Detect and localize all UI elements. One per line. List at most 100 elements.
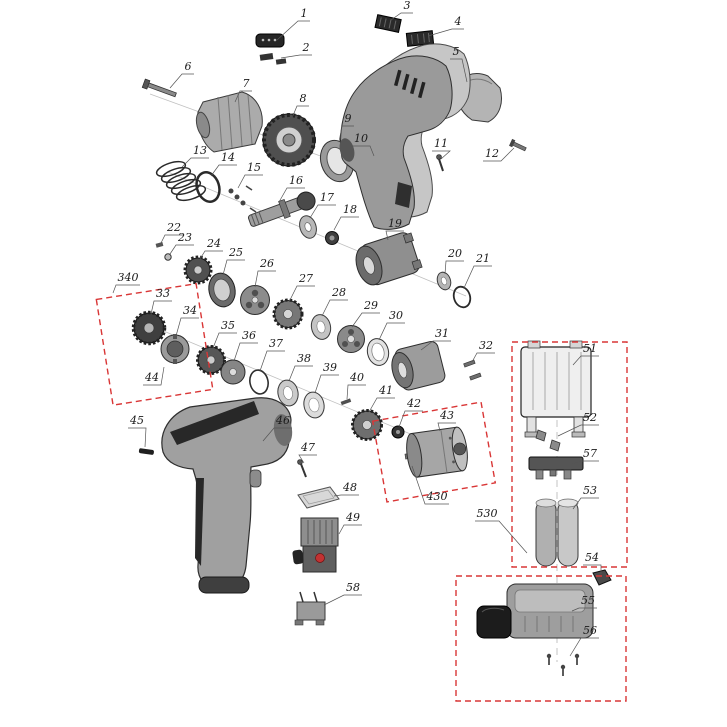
clutch-collar [262, 113, 316, 167]
motor-pinion [391, 425, 405, 439]
leader-line-52 [557, 424, 599, 437]
leader-line-22 [160, 234, 183, 244]
gear-washer-3 [303, 391, 325, 419]
drive-pin [340, 398, 352, 406]
second-stage-gear [220, 359, 246, 385]
leader-line-49 [338, 524, 362, 535]
small-ring [164, 253, 172, 261]
leader-line-34 [175, 317, 199, 337]
leader-line-30 [378, 322, 405, 341]
o-ring-large [195, 171, 221, 203]
second-stage-sun-gear [196, 345, 226, 375]
leader-line-44 [143, 366, 165, 386]
leader-line-53 [572, 497, 599, 510]
part-label-13: 13 [193, 144, 207, 157]
part-label-17: 17 [320, 191, 334, 204]
planet-gear [272, 298, 304, 330]
part-label-9: 9 [345, 112, 352, 125]
clutch-plate [160, 334, 190, 364]
part-label-22: 22 [166, 221, 181, 234]
part-label-28: 28 [331, 286, 346, 299]
trigger-switch [292, 517, 339, 573]
battery-cell-cage [520, 340, 592, 438]
part-label-40: 40 [349, 371, 364, 384]
part-label-11: 11 [434, 137, 448, 150]
part-label-12: 12 [485, 147, 499, 160]
part-label-18: 18 [343, 203, 357, 216]
ring-gear [208, 272, 236, 308]
mounting-pins [463, 359, 482, 381]
chuck-screw [141, 78, 177, 98]
vent-grille-top [374, 14, 402, 33]
leader-line-18 [333, 216, 359, 231]
belt-clip [138, 448, 154, 455]
part-label-32: 32 [479, 339, 493, 352]
sun-gear [183, 255, 213, 285]
part-label-34: 34 [183, 304, 197, 317]
chuck [195, 91, 263, 153]
part-label-36: 36 [242, 329, 256, 342]
vent-grille-side [405, 30, 435, 47]
leader-line-28 [321, 299, 348, 317]
leader-line-36 [233, 342, 258, 362]
highlight-box-340 [95, 282, 214, 406]
gearbox-o-ring [452, 285, 472, 309]
leader-line-46 [262, 427, 292, 442]
leader-line-32 [471, 352, 495, 363]
part-label-29: 29 [363, 299, 378, 312]
part-label-7: 7 [243, 77, 250, 90]
part-label-340: 340 [118, 271, 139, 284]
part-label-57: 57 [583, 447, 597, 460]
part-label-58: 58 [346, 581, 360, 594]
leader-line-17 [309, 204, 336, 219]
gearbox-washer [436, 271, 452, 291]
leader-line-2 [280, 54, 312, 59]
part-label-26: 26 [259, 257, 274, 270]
part-label-41: 41 [378, 384, 393, 397]
gear-washer-2 [277, 379, 299, 407]
leader-line-7 [234, 90, 252, 103]
part-label-37: 37 [269, 337, 283, 350]
leader-line-5 [450, 58, 468, 83]
part-label-15: 15 [247, 161, 261, 174]
connector-plate [528, 456, 584, 480]
leader-line-340 [112, 284, 140, 294]
leader-line-24 [199, 250, 223, 260]
part-label-6: 6 [185, 60, 192, 73]
part-label-44: 44 [144, 371, 159, 384]
handle-body [161, 397, 293, 594]
part-label-530: 530 [477, 507, 498, 520]
axis-line-gearbox [167, 171, 467, 297]
part-label-31: 31 [435, 327, 449, 340]
leader-line-1 [276, 20, 310, 41]
leader-line-26 [254, 270, 276, 288]
leader-line-8 [291, 105, 309, 119]
leader-line-45 [128, 427, 147, 448]
leader-line-38 [288, 365, 313, 382]
leader-line-3 [390, 12, 413, 21]
motor-gear [351, 409, 383, 441]
spring [155, 160, 207, 202]
part-label-25: 25 [228, 246, 243, 259]
part-label-52: 52 [583, 411, 597, 424]
leader-line-31 [420, 340, 451, 351]
part-label-55: 55 [581, 594, 595, 607]
part-label-430: 430 [426, 490, 448, 503]
part-label-20: 20 [447, 247, 462, 260]
part-label-2: 2 [302, 41, 310, 54]
leader-line-21 [463, 265, 492, 289]
housing-screw-left [436, 154, 444, 172]
gear-washer-1 [310, 314, 332, 340]
leader-line-430 [411, 465, 449, 505]
part-label-24: 24 [206, 237, 221, 250]
part-label-10: 10 [354, 132, 368, 145]
leader-line-29 [351, 312, 380, 328]
highlight-box-530-lower [455, 575, 627, 702]
battery-cells [535, 498, 579, 567]
part-label-43: 43 [439, 409, 454, 422]
highlight-box-430 [371, 401, 497, 503]
battery-case [476, 583, 594, 639]
spindle-shaft [247, 191, 316, 227]
